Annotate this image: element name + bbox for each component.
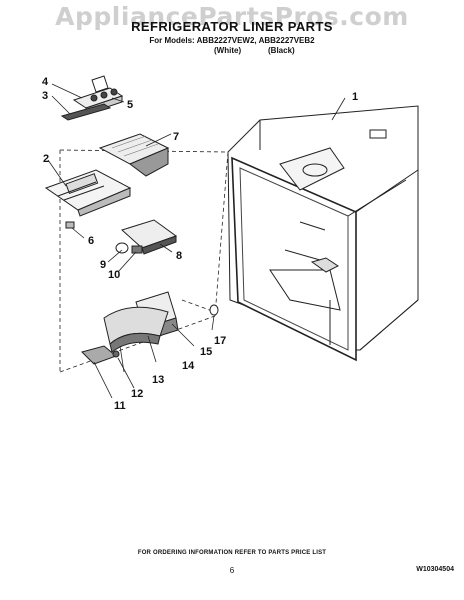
vent-cover-part <box>98 133 170 177</box>
socket-part <box>131 245 143 254</box>
callout-5: 5 <box>127 99 133 111</box>
callout-12: 12 <box>131 388 143 400</box>
liner-part <box>227 105 419 362</box>
clip-part <box>65 221 75 229</box>
callout-17: 17 <box>214 335 226 347</box>
screw-part <box>112 350 120 358</box>
watermark: AppliancePartsPros.com <box>55 2 409 31</box>
callout-11: 11 <box>114 400 126 412</box>
callout-2: 2 <box>43 153 49 165</box>
callout-14: 14 <box>182 360 195 372</box>
callout-3: 3 <box>42 90 48 102</box>
callout-8: 8 <box>176 250 182 262</box>
variant-white: (White) <box>214 46 242 55</box>
callout-4: 4 <box>42 76 49 88</box>
callout-9: 9 <box>100 259 106 271</box>
control-housing-part <box>44 169 132 217</box>
models-line: For Models: ABB2227VEW2, ABB2227VEB2 <box>149 36 315 45</box>
callout-1: 1 <box>352 91 358 103</box>
crisper-cover-part <box>103 306 169 353</box>
lamp-housing-part <box>121 219 178 255</box>
callout-13: 13 <box>152 374 164 386</box>
light-assembly-part <box>60 75 124 121</box>
callout-15: 15 <box>200 346 212 358</box>
page-number: 6 <box>229 566 235 575</box>
callouts: 1 2 3 4 5 6 7 8 9 10 11 12 13 14 15 17 <box>42 76 358 412</box>
document-code: W10304504 <box>416 566 454 573</box>
ordering-note: FOR ORDERING INFORMATION REFER TO PARTS … <box>137 550 327 556</box>
callout-10: 10 <box>108 269 120 281</box>
page-title: REFRIGERATOR LINER PARTS <box>131 19 333 34</box>
bulb-part <box>115 242 129 254</box>
plug-part <box>209 304 219 316</box>
callout-7: 7 <box>173 131 179 143</box>
variant-black: (Black) <box>268 46 295 55</box>
callout-6: 6 <box>88 235 94 247</box>
